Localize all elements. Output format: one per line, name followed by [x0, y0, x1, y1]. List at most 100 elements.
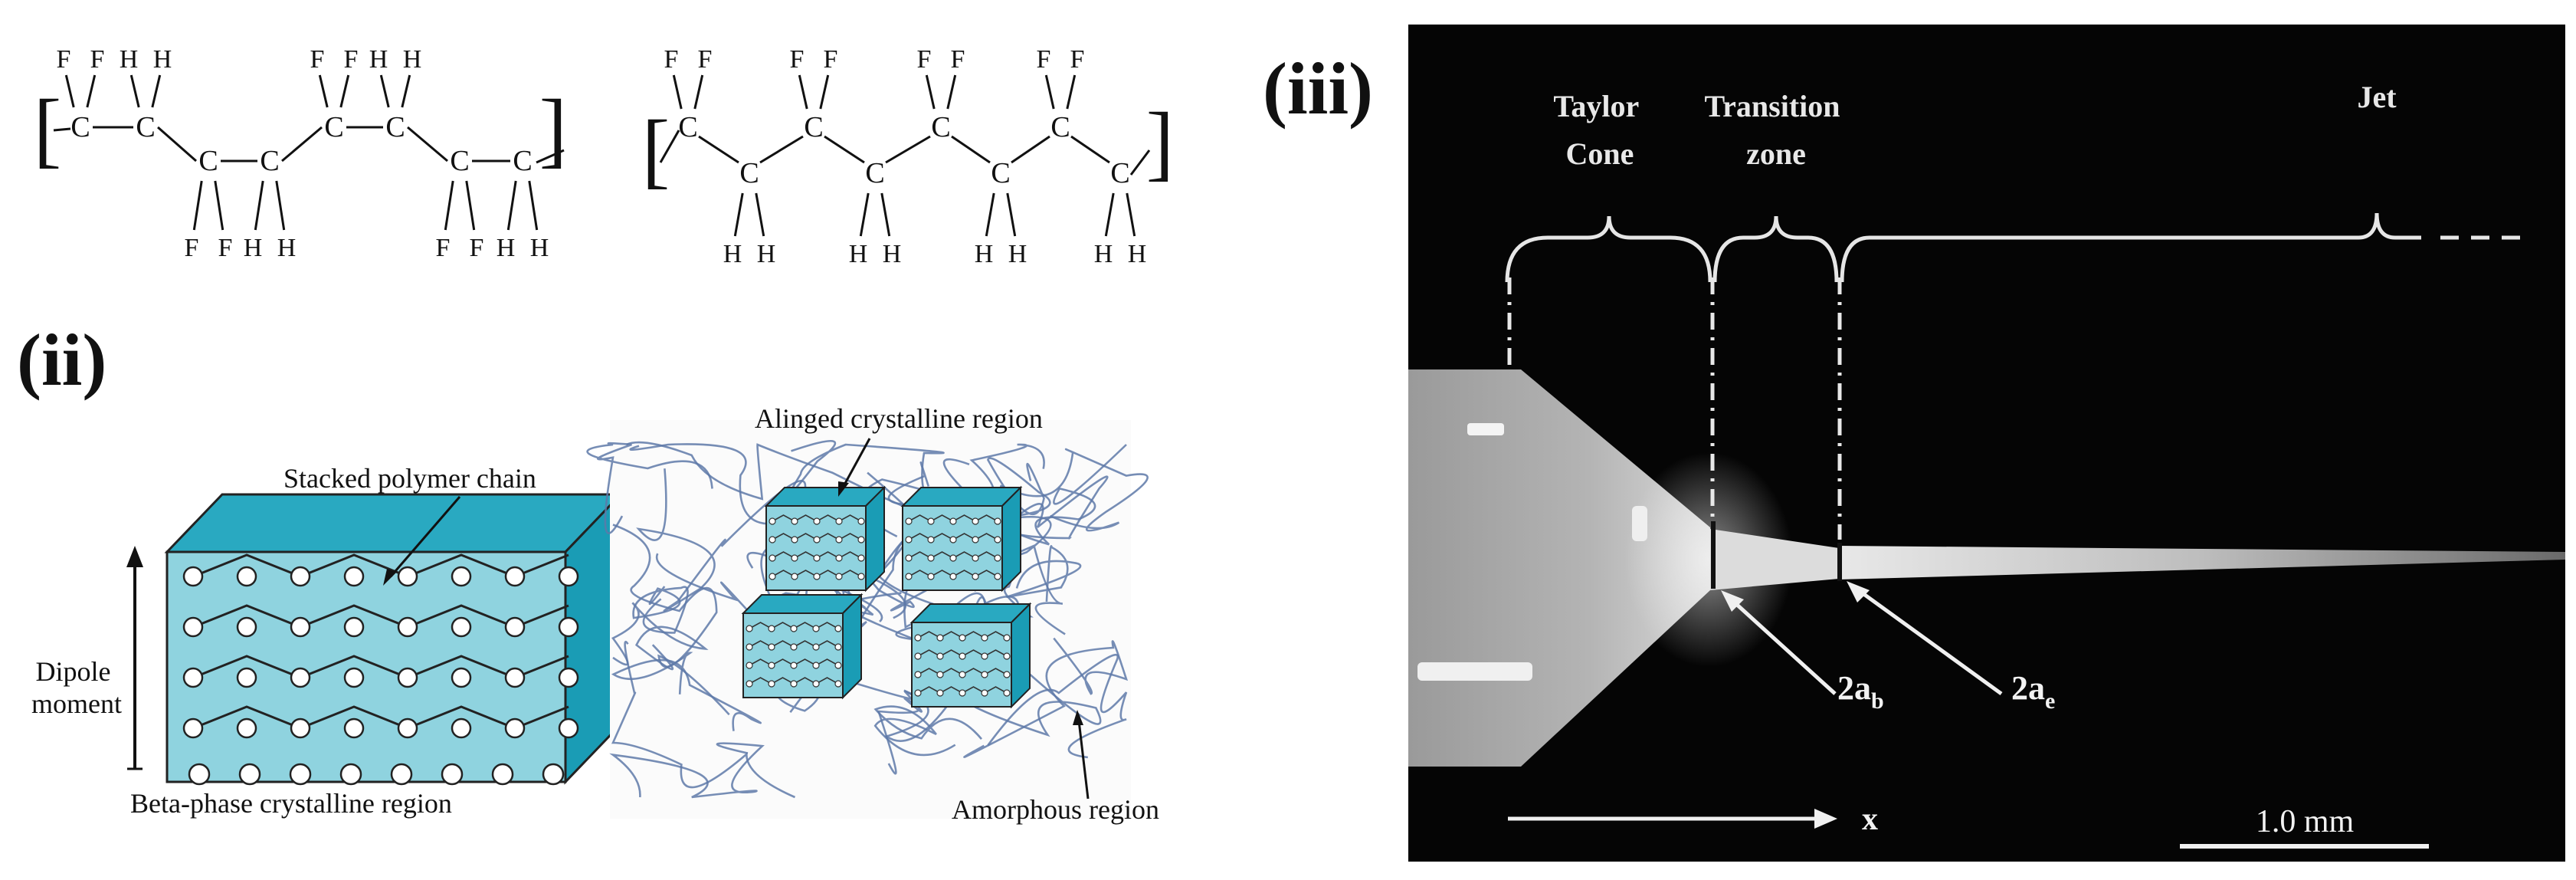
amorphous-region-leader-arrow — [1073, 710, 1090, 800]
aligned-crystal-cube — [900, 485, 1023, 593]
bond-line — [1044, 74, 1055, 110]
substituent-atom-label: H — [403, 45, 422, 74]
bond-line — [528, 180, 539, 231]
transition-zone-line-1: Transition — [1704, 89, 1840, 123]
bond-line — [129, 74, 140, 108]
bond-line — [318, 74, 329, 108]
chain-node — [182, 566, 204, 587]
bond-line — [86, 74, 97, 108]
amorphous-chain-strand — [609, 742, 765, 799]
diameter-b-subscript: b — [1871, 688, 1884, 714]
chain-node — [558, 717, 579, 739]
amorphous-chain-strand — [636, 468, 807, 612]
chain-node — [441, 763, 464, 786]
chain-node — [397, 566, 418, 587]
amorphous-chain-strand — [611, 602, 709, 671]
chain-node — [290, 616, 311, 638]
substituent-atom-label: H — [530, 234, 549, 262]
chain-node — [558, 566, 579, 587]
bond-line — [407, 126, 448, 163]
amorphous-chain-strand — [873, 705, 982, 757]
aligned-region-leader-arrow — [838, 438, 871, 497]
carbon-atom-label: C — [678, 111, 697, 143]
carbon-atom-label: C — [739, 157, 759, 189]
panel-ii-label: (ii) — [17, 319, 107, 401]
chain-node — [558, 667, 579, 688]
bond-line — [401, 74, 411, 108]
dipole-moment-arrow — [126, 546, 143, 770]
bond-line — [659, 130, 680, 163]
amorphous-chain-strand — [611, 640, 796, 799]
bracket-close: ] — [539, 82, 568, 176]
panel-iii-label: (iii) — [1263, 48, 1373, 130]
bond-line — [64, 74, 75, 108]
chain-node — [504, 566, 526, 587]
reflection-speckle — [1417, 662, 1532, 681]
bond-line — [151, 74, 162, 108]
chain-node — [491, 763, 514, 786]
carbon-atom-label: C — [931, 111, 950, 143]
aligned-crystal-cube — [764, 485, 887, 593]
amorphous-chain-strand — [999, 448, 1149, 532]
chain-node — [451, 667, 472, 688]
chain-node — [290, 566, 311, 587]
substituent-atom-label: F — [344, 45, 359, 74]
stacked-zigzag-chains — [182, 553, 579, 786]
bond-line — [214, 180, 224, 231]
chain-node — [290, 667, 311, 688]
substituent-atom-label: H — [1128, 240, 1147, 268]
carbon-atom-label: C — [198, 145, 218, 177]
carbon-atom-label: C — [991, 157, 1010, 189]
bond-line — [275, 180, 286, 231]
amorphous-panel-background — [610, 420, 1131, 819]
chain-node — [343, 717, 365, 739]
chain-node — [542, 763, 565, 786]
substituent-atom-label: F — [57, 45, 71, 74]
substituent-atom-label: F — [951, 45, 965, 74]
substituent-atom-label: H — [153, 45, 172, 74]
substituent-atom-label: F — [218, 234, 233, 262]
substituent-atom-label: H — [849, 240, 868, 268]
substituent-atom-label: H — [723, 240, 742, 268]
bond-line — [506, 180, 517, 231]
taylor-cone-line-1: Taylor — [1553, 89, 1638, 123]
chain-node — [451, 566, 472, 587]
bond-line — [157, 126, 197, 163]
carbon-atom-label: C — [1110, 157, 1129, 189]
diameter-e-main: 2a — [2011, 669, 2045, 707]
chain-node — [182, 616, 204, 638]
taylor-cone-label: Taylor Cone — [1553, 89, 1646, 171]
stacked-chain-leader-arrow — [383, 496, 461, 586]
substituent-atom-label: F — [310, 45, 325, 74]
bond-line — [1129, 149, 1151, 176]
bond-line — [192, 180, 203, 231]
substituent-atom-label: F — [1037, 45, 1051, 74]
diameter-e-label: 2ae — [2011, 669, 2055, 714]
substituent-atom-label: F — [698, 45, 713, 74]
chain-node — [343, 667, 365, 688]
carbon-atom-label: C — [385, 111, 405, 143]
bond-line — [885, 135, 931, 164]
bond-line — [698, 135, 739, 164]
dipole-moment-line-1: Dipole — [36, 656, 111, 687]
amorphous-chain-strand — [942, 444, 1127, 546]
substituent-atom-label: F — [185, 234, 199, 262]
taylor-cone-brace — [1505, 215, 1712, 283]
substituent-atom-label: H — [883, 240, 902, 268]
bond-line — [281, 126, 323, 163]
chain-node — [182, 717, 204, 739]
bond-line — [859, 192, 870, 237]
chain-node — [451, 616, 472, 638]
bond-line — [53, 127, 71, 132]
substituent-atom-label: F — [1070, 45, 1085, 74]
bond-line — [880, 192, 891, 237]
bond-line — [1006, 192, 1017, 237]
transition-zone-label: Transition zone — [1704, 89, 1847, 171]
bond-line — [819, 74, 830, 110]
amorphous-region-label: Amorphous region — [952, 794, 1159, 825]
x-axis-label: x — [1862, 802, 1878, 837]
bond-line — [798, 74, 808, 110]
crystal-front-face — [166, 550, 567, 783]
substituent-atom-label: H — [497, 234, 516, 262]
transition-zone-shape — [1710, 529, 1839, 590]
